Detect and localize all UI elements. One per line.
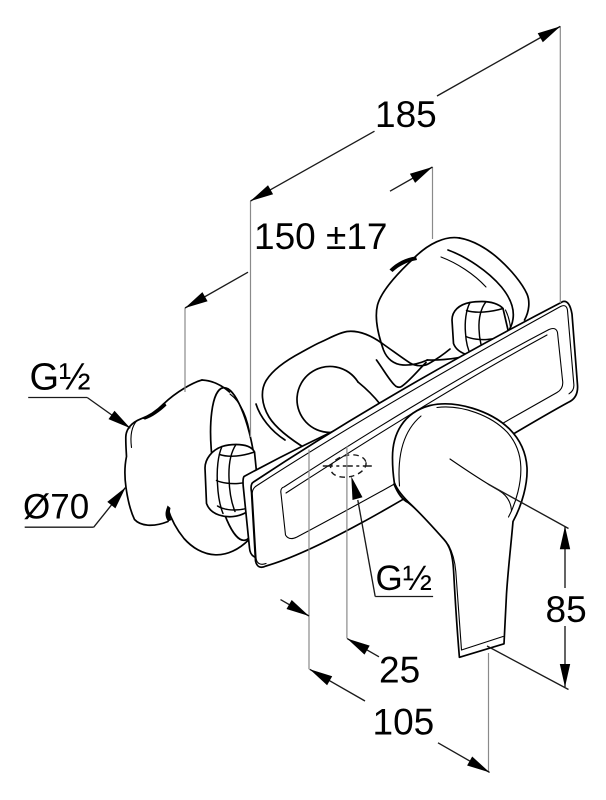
svg-text:25: 25 <box>379 650 420 691</box>
svg-text:Ø70: Ø70 <box>23 488 89 527</box>
svg-text:150 ±17: 150 ±17 <box>254 216 387 257</box>
svg-text:G½: G½ <box>376 559 432 598</box>
svg-text:G½: G½ <box>30 357 91 399</box>
svg-text:105: 105 <box>373 702 435 743</box>
svg-text:85: 85 <box>546 589 587 630</box>
svg-text:185: 185 <box>375 94 437 135</box>
